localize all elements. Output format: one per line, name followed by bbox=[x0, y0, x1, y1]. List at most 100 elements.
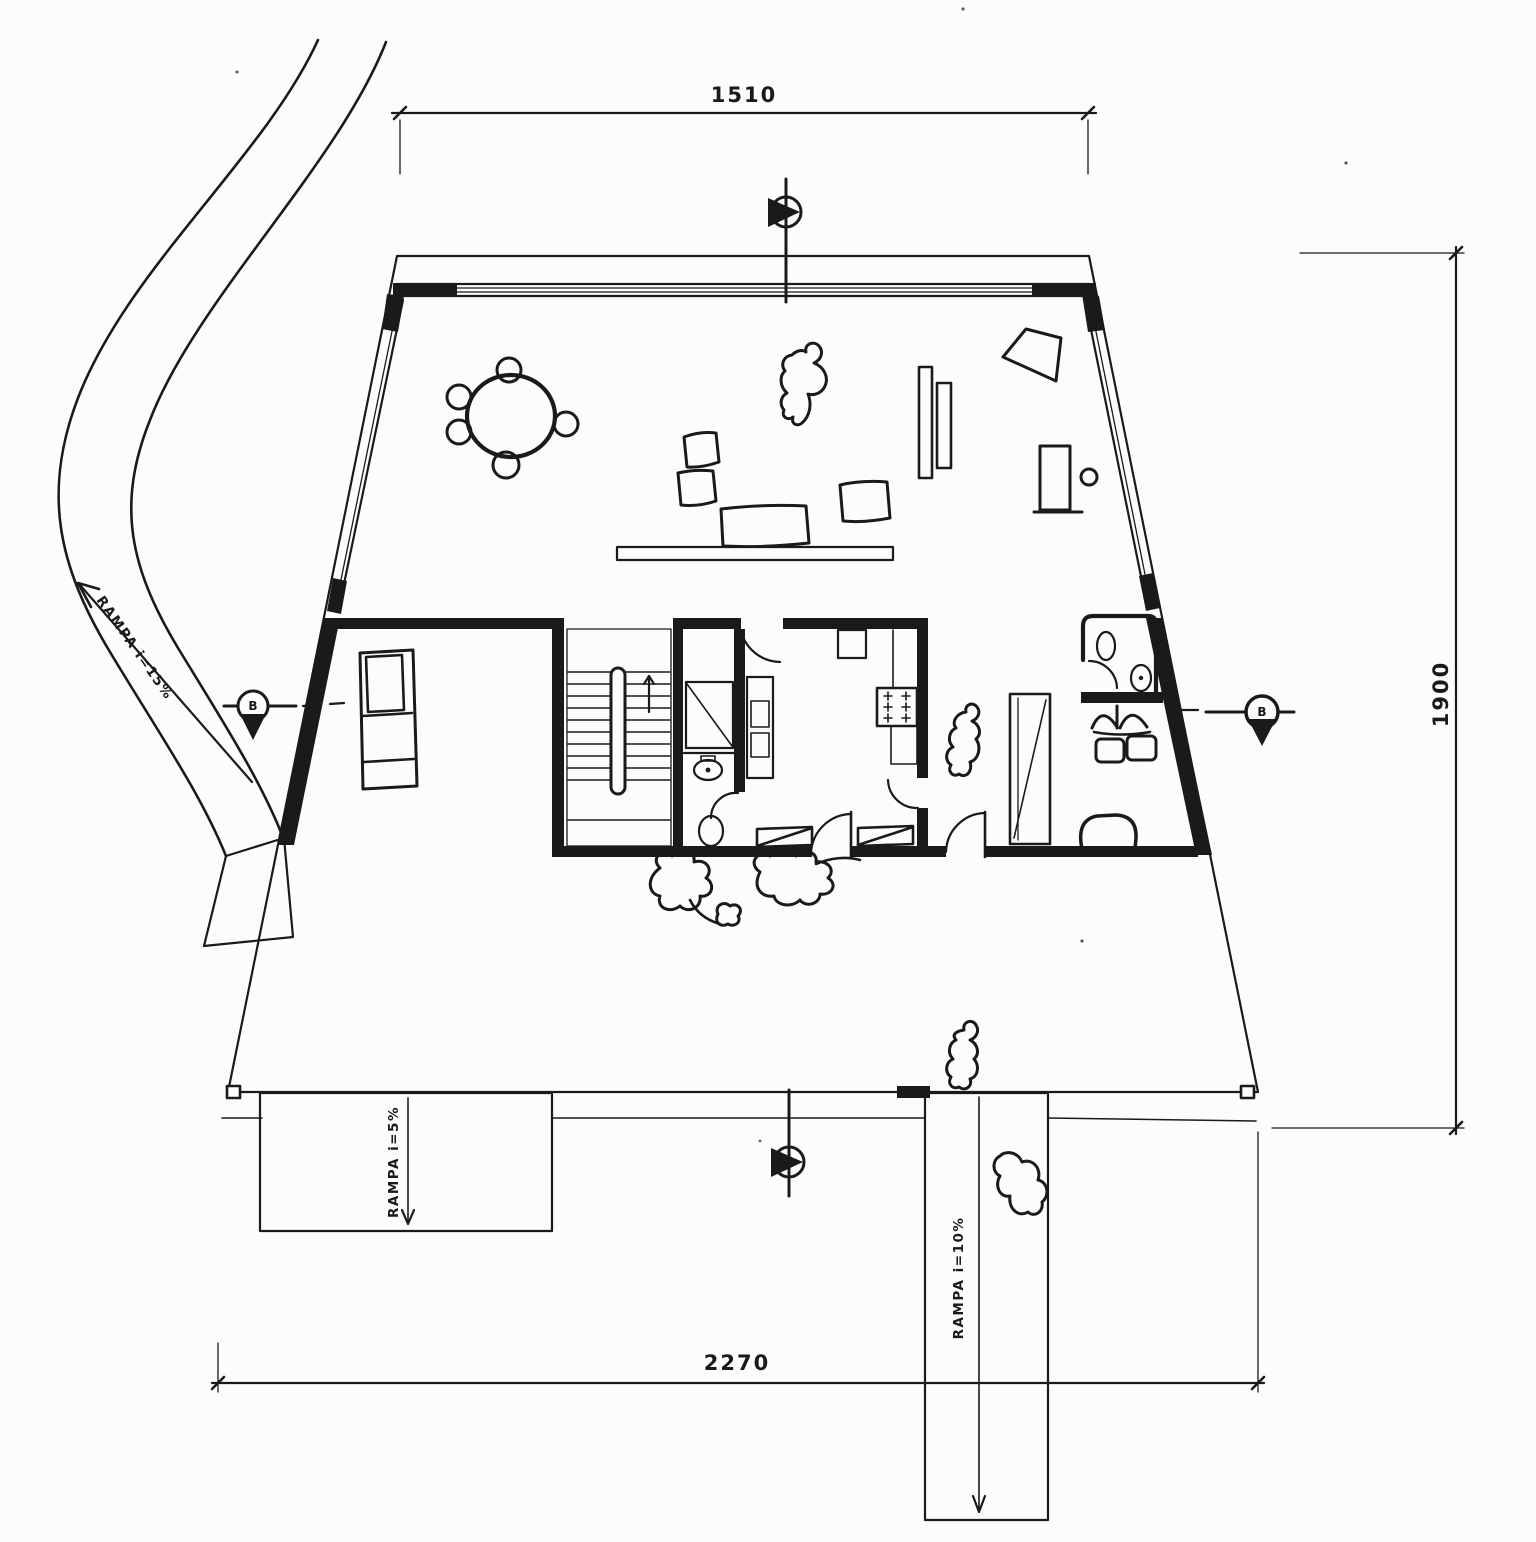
plant-sketch bbox=[648, 848, 714, 912]
dining-chair bbox=[552, 410, 580, 438]
dining-table bbox=[464, 372, 558, 460]
piano-sketch bbox=[1001, 327, 1063, 383]
chair-sketch bbox=[1090, 714, 1119, 730]
human-figures bbox=[779, 341, 1049, 1216]
bathroom-core bbox=[682, 675, 775, 848]
sofa bbox=[719, 503, 811, 549]
dining-chair bbox=[491, 450, 521, 480]
ramp-southwest: RAMPA i=5% bbox=[258, 1091, 554, 1233]
dimension-top: 1510 bbox=[390, 83, 1098, 175]
tub-sketch bbox=[1078, 813, 1138, 851]
corner-column bbox=[1239, 1084, 1256, 1100]
south-terrace bbox=[221, 1086, 1257, 1122]
furniture-bedroom-east bbox=[1078, 704, 1158, 851]
ramp-south: RAMPA i=10% bbox=[923, 1091, 1050, 1522]
stair-handrail bbox=[609, 666, 627, 796]
wall-pier bbox=[327, 578, 347, 614]
dimension-tick bbox=[392, 105, 408, 121]
sideboard bbox=[917, 365, 934, 480]
dimension-right-value: 1900 bbox=[1429, 661, 1453, 727]
door-arc bbox=[739, 629, 782, 664]
section-marker-right: B bbox=[1174, 694, 1296, 746]
building-outline bbox=[226, 254, 1260, 1094]
chair-sketch bbox=[1118, 713, 1149, 730]
wall-pier bbox=[1082, 294, 1105, 332]
section-arrow-icon bbox=[768, 198, 800, 227]
door-arc bbox=[1087, 659, 1119, 690]
dimension-tick bbox=[1080, 105, 1096, 121]
kitchen bbox=[836, 628, 919, 765]
doors bbox=[709, 629, 1119, 859]
wall-pier bbox=[1139, 573, 1160, 611]
wall-west bbox=[278, 618, 340, 845]
stairs-up-arrow-icon bbox=[642, 674, 656, 714]
section-marker-bottom bbox=[771, 1088, 806, 1198]
section-arrow-icon bbox=[771, 1148, 803, 1177]
kitchen-counter bbox=[890, 725, 918, 765]
plants bbox=[648, 847, 862, 927]
door-arc bbox=[809, 812, 853, 855]
dining-chair bbox=[445, 418, 473, 446]
plant-sketch bbox=[752, 847, 835, 907]
human-figure-hall bbox=[945, 702, 981, 777]
section-marker-left: B bbox=[222, 689, 346, 740]
furniture-bedroom-west bbox=[358, 648, 419, 791]
ramp-southwest-label: RAMPA i=5% bbox=[386, 1106, 402, 1218]
dimension-top-value: 1510 bbox=[711, 83, 777, 107]
bathroom-divider-wall bbox=[1081, 692, 1163, 703]
ramp-south-label: RAMPA i=10% bbox=[951, 1217, 967, 1340]
human-figure-terrace bbox=[945, 1019, 980, 1091]
dimension-bottom-value: 2270 bbox=[704, 1351, 770, 1375]
section-marker-top bbox=[768, 177, 803, 304]
kitchen-sink bbox=[836, 628, 868, 660]
access-road bbox=[57, 38, 388, 948]
stool bbox=[1079, 467, 1099, 487]
kitchen-wall bbox=[917, 629, 928, 778]
dining-chair bbox=[495, 356, 523, 384]
road-ramp-annotation: RAMPA i=15% bbox=[76, 581, 254, 784]
armchair bbox=[838, 479, 892, 524]
plant-stem bbox=[814, 856, 862, 866]
wall-pier bbox=[1032, 283, 1096, 296]
dimension-right: 1900 bbox=[1271, 245, 1465, 1136]
stove-burners bbox=[883, 691, 911, 723]
armchair bbox=[676, 468, 718, 507]
dining-chair bbox=[445, 383, 473, 411]
section-arrow-icon bbox=[240, 714, 266, 740]
ramp-arrow-icon bbox=[971, 1494, 987, 1514]
cushion-sketch bbox=[1125, 734, 1158, 762]
bed-pillow bbox=[364, 653, 406, 714]
toilet bbox=[1095, 630, 1117, 662]
section-left-letter: B bbox=[248, 699, 257, 713]
plant-sketch bbox=[715, 902, 742, 927]
wall-pier bbox=[382, 294, 404, 332]
desk bbox=[1038, 444, 1072, 512]
door-arc bbox=[886, 778, 920, 810]
cushion-sketch bbox=[1094, 737, 1126, 764]
bed bbox=[358, 648, 419, 791]
furniture-living bbox=[445, 327, 1099, 562]
road-ramp-label: RAMPA i=15% bbox=[93, 593, 177, 703]
interior-walls bbox=[278, 618, 1212, 857]
dimension-bottom: 2270 bbox=[210, 1131, 1266, 1393]
stair-wall bbox=[552, 618, 564, 857]
section-arrow-icon bbox=[1248, 719, 1276, 746]
building-envelope bbox=[225, 254, 1260, 1100]
sink bbox=[1129, 663, 1153, 693]
bench bbox=[856, 824, 915, 848]
road-ramp-arrow-icon bbox=[76, 581, 101, 609]
wall-pier bbox=[393, 283, 457, 296]
armchair bbox=[682, 431, 721, 469]
shower bbox=[684, 680, 735, 750]
ramp-arrow-icon bbox=[400, 1208, 416, 1226]
stove bbox=[875, 686, 919, 728]
door-arc bbox=[709, 791, 740, 820]
road-ramp-arrow-line bbox=[78, 583, 254, 784]
low-shelf bbox=[615, 545, 895, 562]
staircase bbox=[566, 628, 672, 847]
bathroom-east bbox=[1080, 613, 1159, 697]
sink bbox=[692, 758, 724, 782]
sideboard bbox=[935, 381, 953, 470]
